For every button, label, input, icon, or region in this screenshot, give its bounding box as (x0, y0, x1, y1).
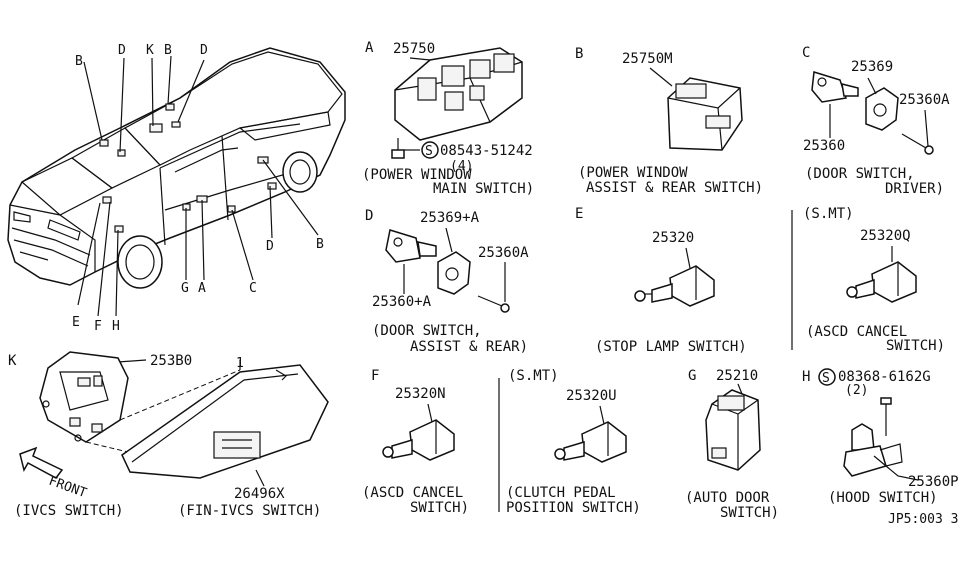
caption: ASSIST & REAR) (410, 339, 528, 355)
part-number: 25320N (395, 386, 446, 402)
panel-f: F 25320N (ASCD CANCEL SWITCH) (362, 368, 469, 516)
caption: (ASCD CANCEL (362, 485, 463, 501)
part-number: 25360P (908, 474, 959, 490)
caption: (HOOD SWITCH) (828, 490, 938, 506)
quantity: (4) (450, 159, 473, 174)
caption: ASSIST & REAR SWITCH) (586, 180, 763, 196)
part-number: 25750 (393, 41, 435, 57)
part-number: 25320 (652, 230, 694, 246)
front-arrow-icon (19, 446, 64, 479)
panel-b: B 25750M (POWER WINDOW ASSIST & REAR SWI… (575, 46, 763, 196)
quantity: (2) (845, 383, 868, 398)
part-number: 25320U (566, 388, 617, 404)
caption: DRIVER) (885, 181, 944, 197)
callout-d: D (118, 43, 126, 58)
diagram-id: JP5:003 3 (888, 512, 958, 527)
panel-h: H S 08368-6162G (2) 25360P (HOOD SWITCH) (802, 368, 959, 506)
part-number: 25750M (622, 51, 673, 67)
panel-letter: D (365, 208, 373, 224)
caption: MAIN SWITCH) (433, 181, 534, 197)
caption: (POWER WINDOW (578, 165, 688, 181)
callout-b: B (316, 237, 324, 252)
part-number: 25369 (851, 59, 893, 75)
callout-a: A (198, 281, 206, 296)
panel-letter: H (802, 369, 810, 385)
part-number: 25369+A (420, 210, 480, 226)
front-label: FRONT (47, 474, 89, 502)
panel-c: C 25369 25360A 25360 (DOOR SWITCH, DRIVE… (802, 45, 950, 197)
caption: SWITCH) (886, 338, 945, 354)
caption: (STOP LAMP SWITCH) (595, 339, 747, 355)
caption: (CLUTCH PEDAL (506, 485, 616, 501)
part-number: 253B0 (150, 353, 192, 369)
part-number: 25360A (478, 245, 529, 261)
panel-label: (S.MT) (508, 368, 559, 384)
callout-b: B (75, 54, 83, 69)
car-callouts: B D K B D B D C A G H F E (72, 43, 324, 334)
panel-letter: E (575, 206, 583, 222)
panel-smt-clutch: (S.MT) 25320U (CLUTCH PEDAL POSITION SWI… (506, 368, 641, 516)
screw-symbol: S (425, 144, 433, 159)
callout-d: D (266, 239, 274, 254)
panel-e: E 25320 (STOP LAMP SWITCH) (575, 206, 747, 355)
caption: (IVCS SWITCH) (14, 503, 124, 519)
panel-letter: C (802, 45, 810, 61)
callout-f: F (94, 319, 102, 334)
panel-d: D 25369+A 25360A 25360+A (DOOR SWITCH, A… (365, 208, 529, 355)
panel-a: A 25750 S 08543-51242 (4) (POWER WINDOW … (362, 40, 534, 197)
part-number: 25210 (716, 368, 758, 384)
caption: (DOOR SWITCH, (805, 166, 915, 182)
caption: SWITCH) (720, 505, 779, 521)
callout-d: D (200, 43, 208, 58)
panel-letter: B (575, 46, 583, 62)
panel-letter: A (365, 40, 374, 56)
part-number: 25360+A (372, 294, 432, 310)
caption: (AUTO DOOR (685, 490, 770, 506)
callout-c: C (249, 281, 257, 296)
panel-letter: K (8, 353, 17, 369)
screw-symbol: S (822, 371, 830, 386)
caption: (FIN-IVCS SWITCH) (178, 503, 321, 519)
part-number: 25360 (803, 138, 845, 154)
panel-letter: F (371, 368, 379, 384)
caption: POSITION SWITCH) (506, 500, 641, 516)
caption: (POWER WINDOW (362, 167, 472, 183)
panel-label: (S.MT) (803, 206, 854, 222)
screw-part-number: 08543-51242 (440, 143, 533, 159)
callout-h: H (112, 319, 120, 334)
part-number: 25360A (899, 92, 950, 108)
callout-g: G (181, 281, 189, 296)
panel-k: K 253B0 1 26496X FRONT (IVCS SWITCH) (FI… (8, 351, 329, 519)
panel-smt-ascd: (S.MT) 25320Q (ASCD CANCEL SWITCH) (803, 206, 945, 354)
part-number: 26496X (234, 486, 285, 502)
caption: SWITCH) (410, 500, 469, 516)
panel-g: G 25210 (AUTO DOOR SWITCH) (685, 368, 779, 521)
caption: (DOOR SWITCH, (372, 323, 482, 339)
part-number: 25320Q (860, 228, 911, 244)
car-illustration (7, 47, 346, 317)
callout-b: B (164, 43, 172, 58)
index-number: 1 (236, 356, 244, 371)
screw-part-number: 08368-6162G (838, 369, 931, 385)
callout-e: E (72, 315, 80, 330)
callout-k: K (146, 43, 154, 58)
caption: (ASCD CANCEL (806, 324, 907, 340)
panel-letter: G (688, 368, 696, 384)
